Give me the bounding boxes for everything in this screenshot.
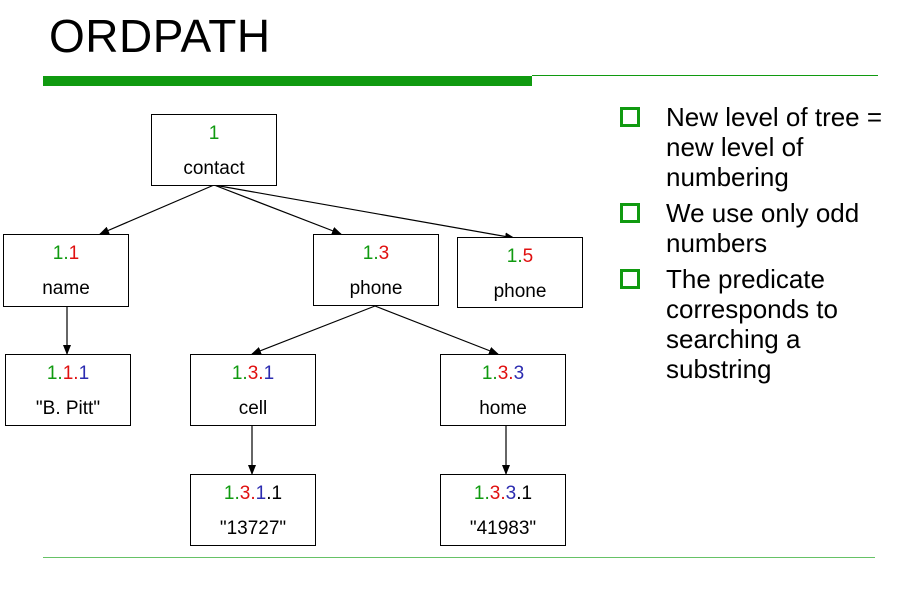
node-label: "B. Pitt" — [35, 398, 101, 419]
footer-divider — [43, 557, 875, 558]
node-name: 1.1 name — [3, 234, 129, 307]
node-label: "41983" — [469, 518, 537, 539]
node-home: 1.3.3 home — [440, 354, 566, 426]
node-id: 1.3.3.1 — [473, 483, 533, 504]
node-label: contact — [183, 158, 245, 179]
edge-contact-phone3 — [213, 184, 342, 235]
bullet-text: New level of tree = new level of numberi… — [666, 102, 883, 192]
bullet-list: New level of tree = new level of numberi… — [620, 102, 900, 390]
node-id: 1.1 — [52, 243, 80, 264]
edge-contact-name — [99, 184, 215, 235]
node-id: 1.3.3 — [481, 363, 525, 384]
title-underline-thin — [532, 75, 878, 76]
node-phone-1-5: 1.5 phone — [457, 237, 583, 308]
edge-contact-phone5 — [213, 184, 515, 241]
node-41983: 1.3.3.1 "41983" — [440, 474, 566, 546]
node-id: 1.5 — [506, 246, 534, 267]
hollow-square-icon — [620, 269, 640, 289]
node-phone-1-3: 1.3 phone — [313, 234, 439, 306]
node-label: "13727" — [219, 518, 287, 539]
node-label: phone — [349, 278, 403, 299]
node-13727: 1.3.1.1 "13727" — [190, 474, 316, 546]
node-id: 1.1.1 — [46, 363, 90, 384]
bullet-item: We use only odd numbers — [620, 198, 900, 258]
edge-phone3-cell — [251, 305, 376, 355]
bullet-text: The predicate corresponds to searching a… — [666, 264, 838, 384]
bullet-item: New level of tree = new level of numberi… — [620, 102, 900, 192]
node-b-pitt: 1.1.1 "B. Pitt" — [5, 354, 131, 426]
node-label: name — [42, 278, 90, 299]
node-id: 1.3 — [362, 243, 390, 264]
title-underline-thick — [43, 76, 532, 86]
page-title: ORDPATH — [49, 10, 271, 62]
node-cell: 1.3.1 cell — [190, 354, 316, 426]
hollow-square-icon — [620, 203, 640, 223]
node-id: 1 — [208, 123, 220, 144]
node-label: cell — [238, 398, 268, 419]
node-id: 1.3.1.1 — [223, 483, 283, 504]
edge-phone3-home — [374, 305, 499, 355]
node-contact: 1 contact — [151, 114, 277, 186]
node-label: home — [479, 398, 527, 419]
hollow-square-icon — [620, 107, 640, 127]
node-label: phone — [493, 281, 547, 302]
bullet-item: The predicate corresponds to searching a… — [620, 264, 900, 384]
bullet-text: We use only odd numbers — [666, 198, 860, 258]
node-id: 1.3.1 — [231, 363, 275, 384]
